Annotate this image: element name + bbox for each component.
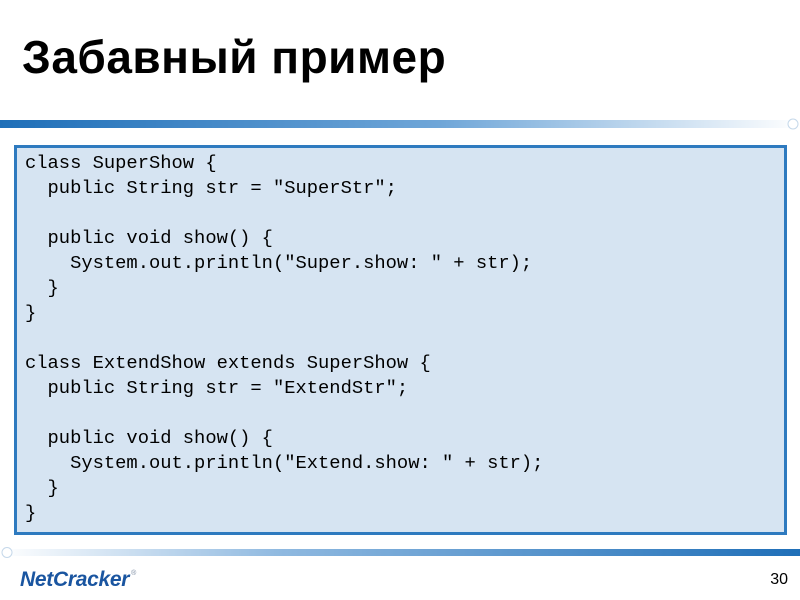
registered-mark: ® xyxy=(131,570,136,577)
code-line: System.out.println("Super.show: " + str)… xyxy=(25,252,533,274)
code-line: System.out.println("Extend.show: " + str… xyxy=(25,452,544,474)
page-number: 30 xyxy=(770,571,788,588)
code-block: class SuperShow { public String str = "S… xyxy=(14,145,787,535)
code-line: public String str = "ExtendStr"; xyxy=(25,377,409,399)
code-line: public void show() { xyxy=(25,227,273,249)
code-line xyxy=(25,201,543,226)
title-divider-bar xyxy=(0,118,800,130)
code-line xyxy=(25,401,543,426)
code-line: } xyxy=(25,502,37,524)
code-line: public String str = "SuperStr"; xyxy=(25,177,397,199)
footer-divider-bar xyxy=(0,545,800,559)
logo-net-text: Net xyxy=(20,568,53,591)
slide-title: Забавный пример xyxy=(22,31,447,83)
code-line xyxy=(25,326,543,351)
code-listing: class SuperShow { public String str = "S… xyxy=(25,151,543,526)
code-line: class ExtendShow extends SuperShow { xyxy=(25,352,431,374)
code-line: } xyxy=(25,477,59,499)
code-line: class SuperShow { xyxy=(25,152,217,174)
code-line: } xyxy=(25,277,59,299)
code-line: public void show() { xyxy=(25,427,273,449)
code-line: } xyxy=(25,302,37,324)
logo-cracker-text: Cracker xyxy=(52,568,130,591)
